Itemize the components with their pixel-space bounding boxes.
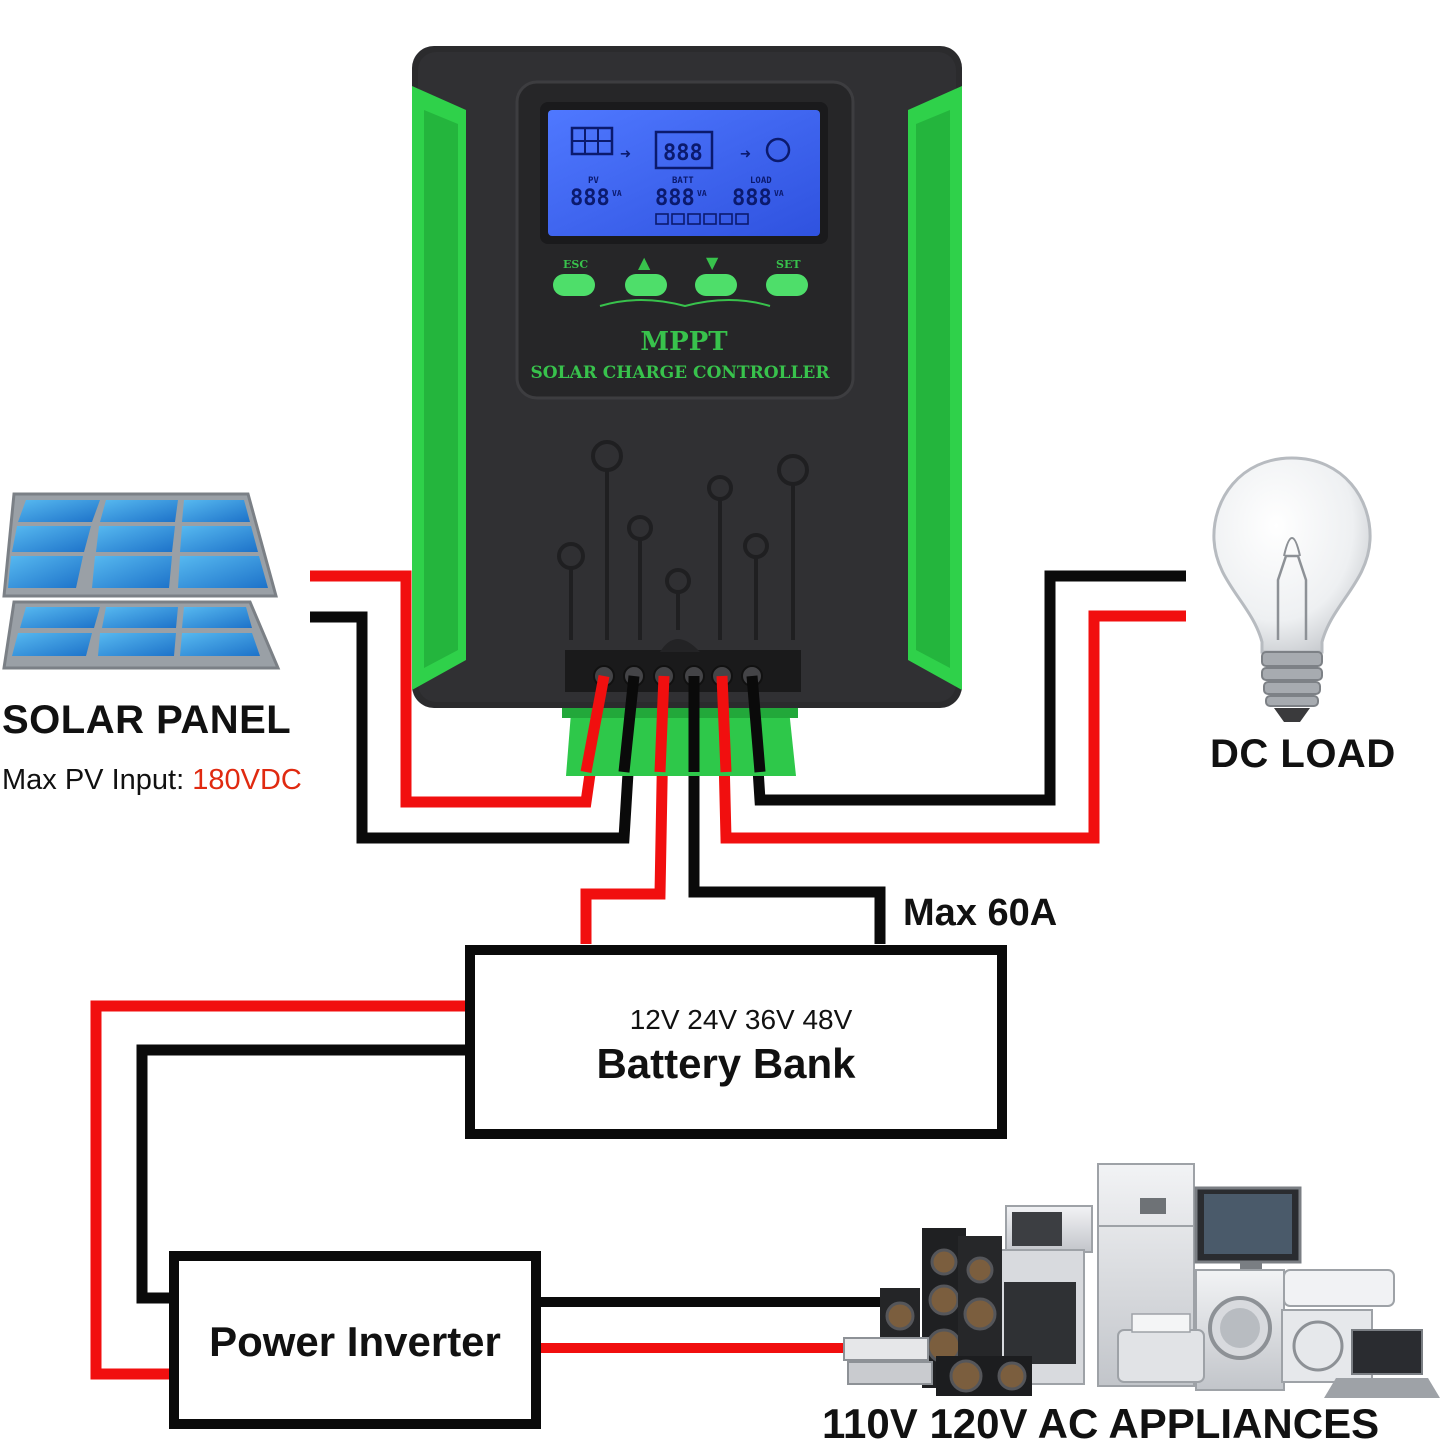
max-pv-input: Max PV Input: 180VDC [2, 764, 302, 797]
max-current-label: Max 60A [903, 892, 1058, 934]
inverter-positive-wire [90, 1000, 468, 1380]
down-button-label: ▼ [706, 253, 719, 272]
lcd-batt-unit: VA [697, 189, 707, 198]
wiring [90, 570, 1186, 1380]
down-button[interactable] [695, 274, 737, 296]
lcd-pv-unit: VA [612, 189, 622, 198]
lcd-batt-digits2: 888 [655, 186, 695, 211]
embossed-pattern [557, 440, 809, 640]
esc-button-label: ESC [563, 258, 588, 271]
set-button-label: SET [776, 258, 801, 271]
max-pv-input-value: 180VDC [192, 764, 302, 796]
up-button[interactable] [625, 274, 667, 296]
svg-text:➜: ➜ [740, 144, 751, 165]
lcd-load-unit: VA [774, 189, 784, 198]
controller-subtitle: SOLAR CHARGE CONTROLLER [530, 363, 830, 383]
ac-appliances-image [843, 1163, 1440, 1398]
lcd-batt-label: BATT [672, 176, 694, 186]
lcd-display: ➜ 888 ➜ PV BATT LOAD 888 VA 888 VA 888 V… [570, 126, 791, 225]
max-pv-input-label: Max PV Input: [2, 764, 185, 796]
svg-text:➜: ➜ [620, 144, 631, 165]
battery-bank-title: Battery Bank [596, 1040, 856, 1087]
controller-buttons: ESC ▲ ▼ SET [553, 253, 808, 296]
esc-button[interactable] [553, 274, 595, 296]
solar-panel-icon [2, 492, 281, 670]
lcd-pv-digits: 888 [570, 186, 610, 211]
battery-negative-wire [688, 676, 886, 944]
load-positive-wire [716, 610, 1186, 844]
battery-bank-box [465, 945, 1007, 1139]
controller-brand: MPPT [640, 327, 728, 357]
terminal-wire-stubs [580, 674, 766, 774]
battery-positive-wire [580, 675, 670, 944]
lcd-pv-label: PV [588, 176, 599, 186]
appliances-title: 110V 120V AC APPLIANCES [822, 1400, 1380, 1447]
power-inverter-title: Power Inverter [209, 1318, 501, 1365]
solar-negative-wire [310, 611, 640, 844]
dc-load-title: DC LOAD [1210, 732, 1396, 776]
up-button-label: ▲ [638, 253, 651, 272]
lcd-load-label: LOAD [750, 176, 772, 186]
lcd-load-digits: 888 [732, 186, 772, 211]
solar-panel-title: SOLAR PANEL [2, 698, 292, 742]
set-button[interactable] [766, 274, 808, 296]
power-inverter-box [169, 1251, 541, 1429]
light-bulb-icon [1212, 456, 1372, 722]
lcd-batt-digits: 888 [663, 141, 703, 166]
battery-voltages: 12V 24V 36V 48V [629, 1004, 853, 1035]
inverter-negative-wire [136, 1044, 468, 1304]
charge-controller: ➜ 888 ➜ PV BATT LOAD 888 VA 888 VA 888 V… [412, 46, 962, 776]
